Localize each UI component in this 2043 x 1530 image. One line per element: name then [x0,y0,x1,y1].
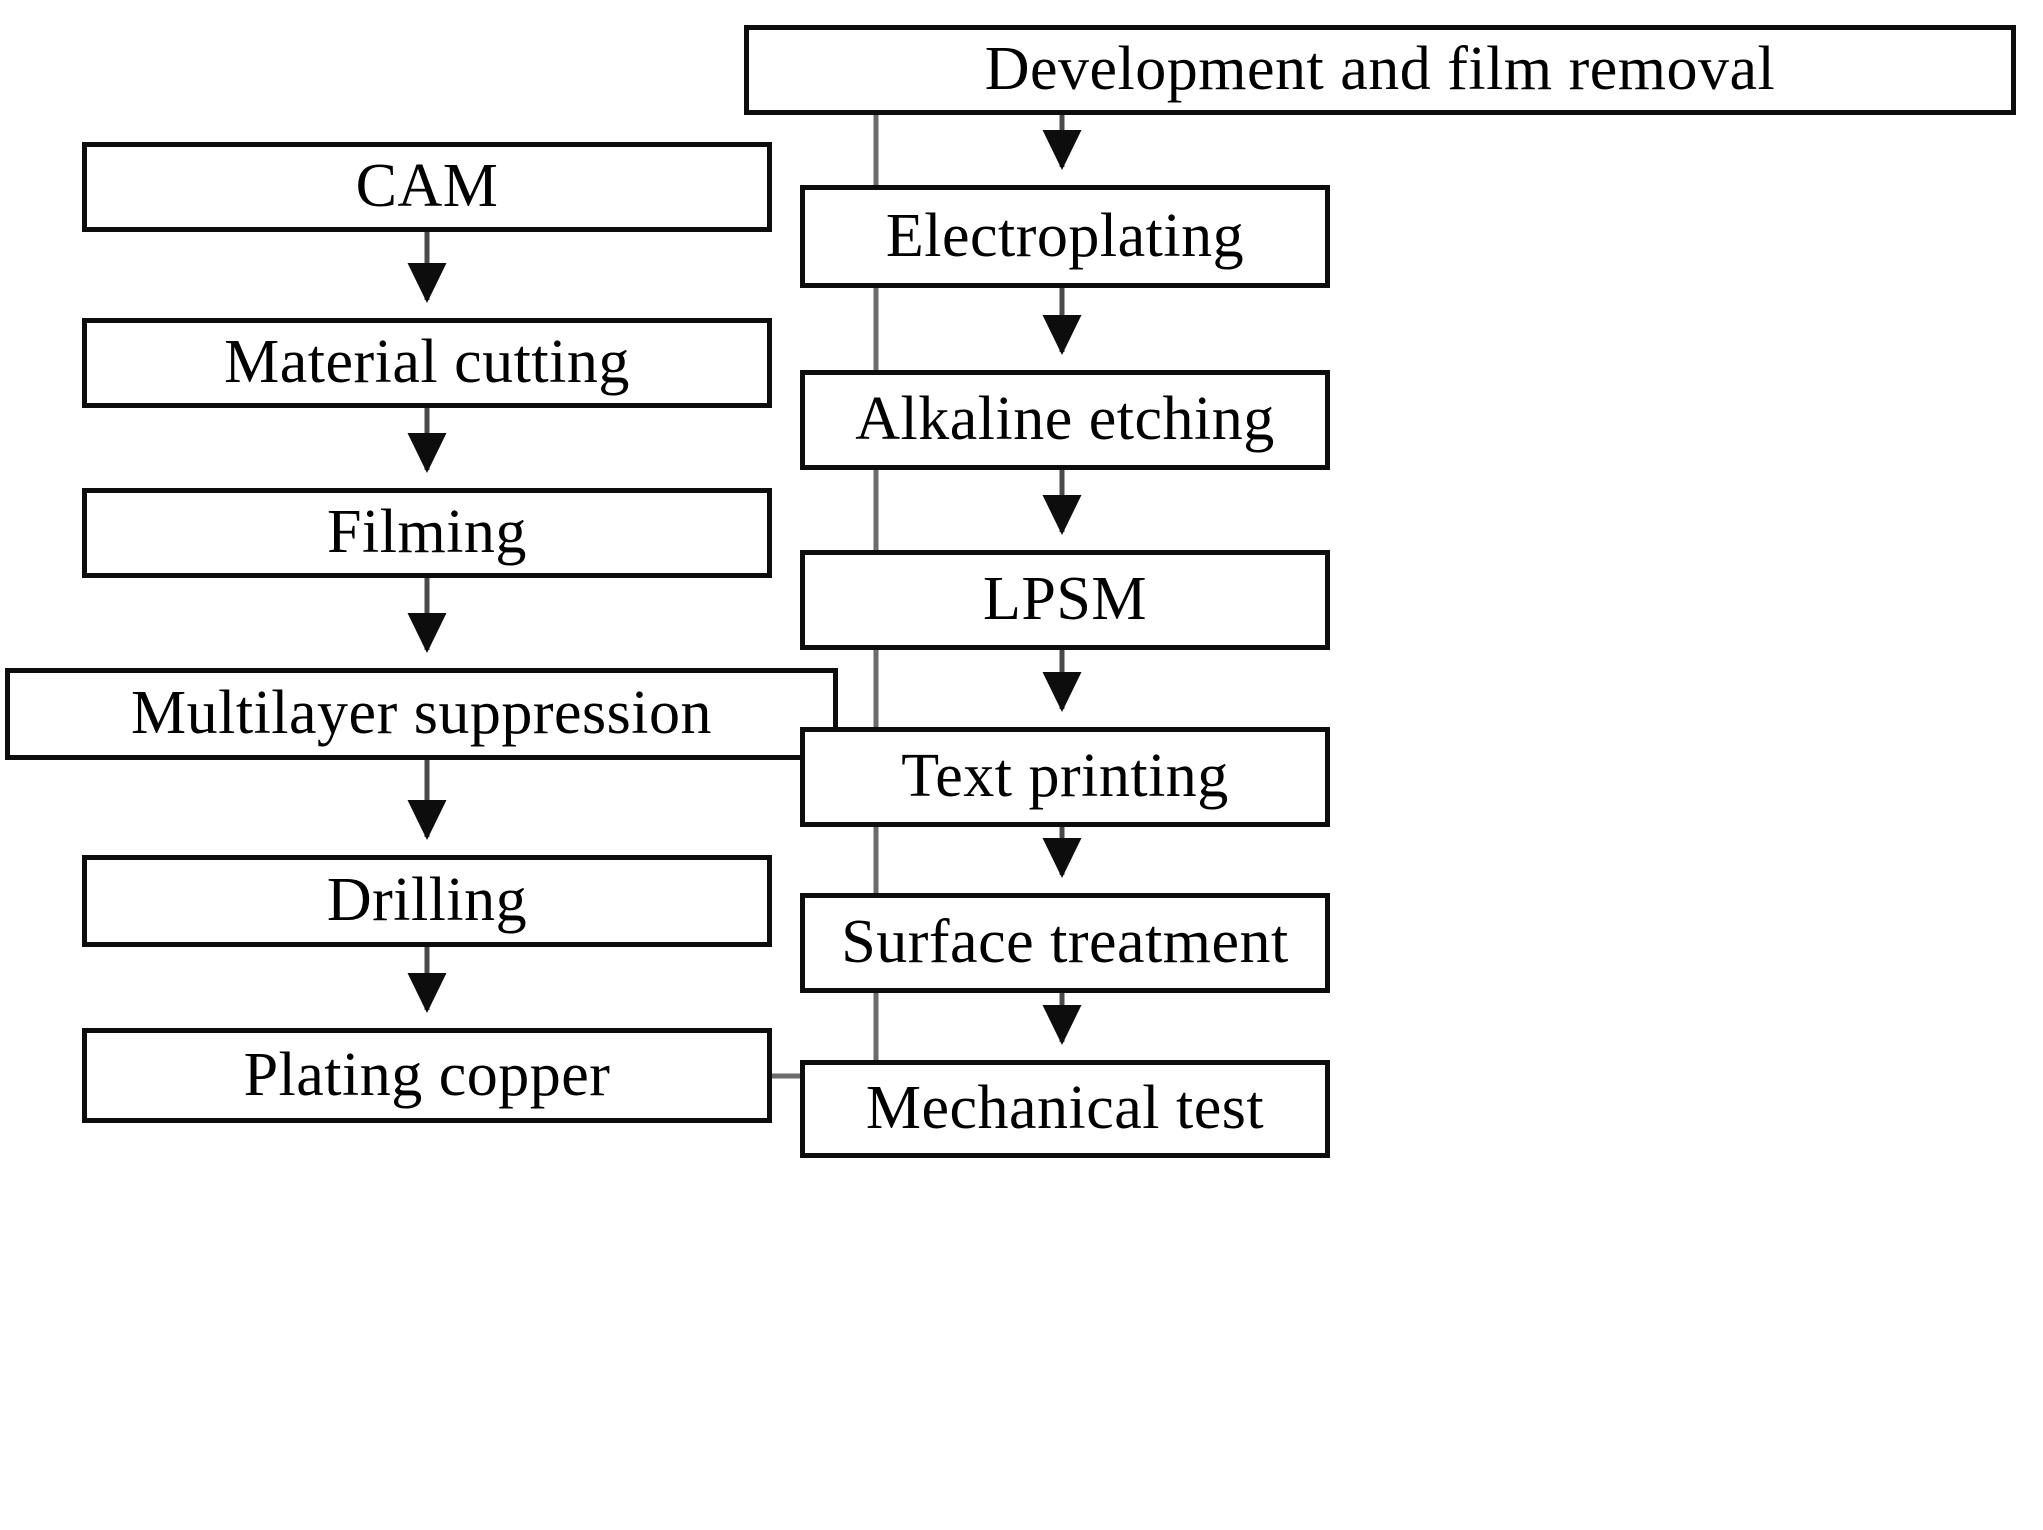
process-node-development-and-film-removal[interactable]: Development and film removal [744,25,2016,115]
process-node-label: Drilling [326,866,528,935]
process-node-label: Alkaline etching [855,385,1275,454]
process-node-lpsm[interactable]: LPSM [800,550,1330,650]
process-node-label: Mechanical test [865,1074,1265,1143]
process-node-label: Material cutting [224,328,630,397]
process-node-material-cutting[interactable]: Material cutting [82,318,772,408]
process-node-alkaline-etching[interactable]: Alkaline etching [800,370,1330,470]
process-node-label: Filming [327,498,527,567]
process-node-mechanical-test[interactable]: Mechanical test [800,1060,1330,1158]
process-node-text-printing[interactable]: Text printing [800,727,1330,827]
process-node-filming[interactable]: Filming [82,488,772,578]
process-node-label: Multilayer suppression [131,679,712,748]
process-node-multilayer-suppression[interactable]: Multilayer suppression [5,668,838,760]
process-node-electroplating[interactable]: Electroplating [800,185,1330,288]
process-node-label: Development and film removal [984,35,1776,104]
process-node-label: LPSM [983,565,1147,634]
process-node-plating-copper[interactable]: Plating copper [82,1028,772,1123]
process-node-label: CAM [355,152,499,221]
process-node-surface-treatment[interactable]: Surface treatment [800,893,1330,993]
process-node-drilling[interactable]: Drilling [82,855,772,947]
process-node-label: Electroplating [885,201,1245,270]
process-node-label: Plating copper [243,1040,611,1109]
process-node-cam[interactable]: CAM [82,142,772,232]
process-node-label: Text printing [901,742,1229,811]
process-node-label: Surface treatment [841,908,1289,977]
